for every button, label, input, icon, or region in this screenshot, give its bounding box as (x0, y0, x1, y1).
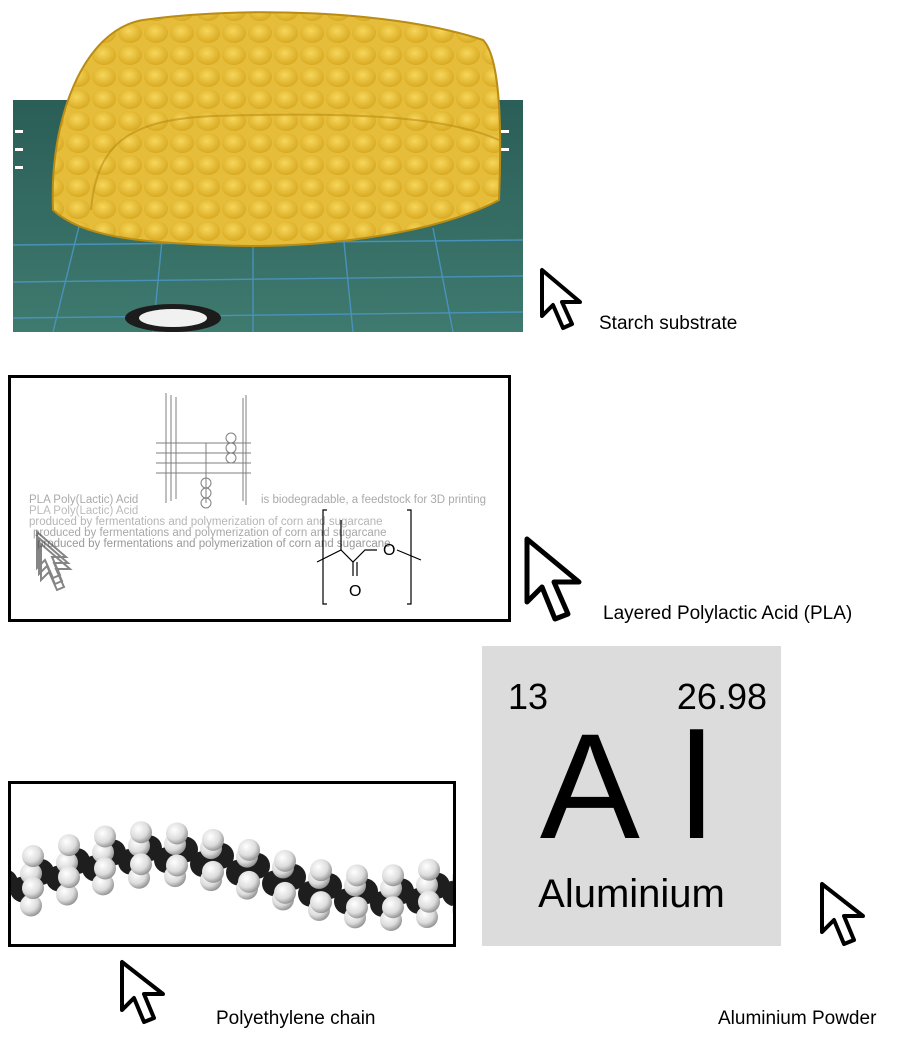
cursor-arrow-icon (540, 268, 582, 330)
pla-ghost-line-1b: is biodegradable, a feedstock for 3D pri… (261, 494, 487, 506)
cursor-arrow-icon (820, 882, 865, 946)
carbon-atom (442, 880, 453, 907)
hydrogen-atom (452, 904, 453, 914)
hydrogen-atom (22, 845, 44, 868)
hydrogen-atom (310, 859, 332, 882)
pla-oxygen-ester: O (383, 542, 395, 559)
polyethylene-panel (8, 781, 456, 947)
cursor-arrow-icon (120, 960, 165, 1024)
pla-ghost-structure (156, 393, 251, 509)
hydrogen-atom (202, 828, 224, 851)
hydrogen-atom (452, 872, 453, 882)
pla-oxygen-carbonyl: O (349, 583, 361, 600)
pla-ghost-line-4: produced by fermentations and polymeriza… (33, 527, 387, 539)
hydrogen-atom (130, 821, 152, 844)
polyethylene-caption: Polyethylene chain (216, 1008, 376, 1029)
starch-caption: Starch substrate (599, 313, 738, 334)
hydrogen-atom (94, 857, 116, 880)
hydrogen-atom (130, 853, 152, 876)
hydrogen-atom (58, 866, 80, 889)
pla-ghost-line-2: PLA Poly(Lactic) Acid (29, 505, 139, 517)
hydrogen-atom (22, 877, 44, 900)
cursor-arrow-icon (524, 536, 582, 622)
hydrogen-atom (20, 894, 42, 917)
hydrogen-atom (310, 891, 332, 914)
pla-panel: PLA Poly(Lactic) Acid is biodegradable, … (8, 375, 511, 622)
aluminium-element-card: 13 26.98 Al Aluminium (482, 646, 781, 946)
hydrogen-atom (346, 864, 368, 887)
atomic-number: 13 (508, 676, 549, 717)
hydrogen-atom (418, 890, 440, 913)
hydrogen-atom (274, 849, 296, 872)
hydrogen-atom (382, 864, 404, 887)
hydrogen-atom (56, 883, 78, 906)
hydrogen-atom (202, 860, 224, 883)
ghost-cursor-icon (36, 529, 73, 592)
pla-ghost-line-1a: PLA Poly(Lactic) Acid (29, 494, 139, 506)
pla-repeat-unit-structure: O O (316, 509, 422, 605)
atomic-mass: 26.98 (676, 676, 767, 717)
hydrogen-atom (238, 838, 260, 861)
hydrogen-atom (94, 825, 116, 848)
pla-ghost-line-5: produced by fermentations and polymeriza… (37, 538, 391, 550)
hydrogen-atom (58, 834, 80, 857)
aluminium-caption: Aluminium Powder (718, 1008, 877, 1029)
hydrogen-atom (418, 858, 440, 881)
hydrogen-atom (166, 822, 188, 845)
pla-caption: Layered Polylactic Acid (PLA) (603, 603, 853, 624)
hydrogen-atom (166, 854, 188, 877)
hydrogen-atom (382, 896, 404, 919)
element-symbol: Al (539, 702, 754, 870)
element-name: Aluminium (538, 872, 725, 916)
hydrogen-atom (346, 896, 368, 919)
starch-substrate-photo (13, 11, 523, 332)
pla-ghost-line-3: produced by fermentations and polymeriza… (29, 516, 383, 528)
polyethylene-space-filling-model (11, 821, 453, 931)
hydrogen-atom (238, 870, 260, 893)
hydrogen-atom (274, 881, 296, 904)
